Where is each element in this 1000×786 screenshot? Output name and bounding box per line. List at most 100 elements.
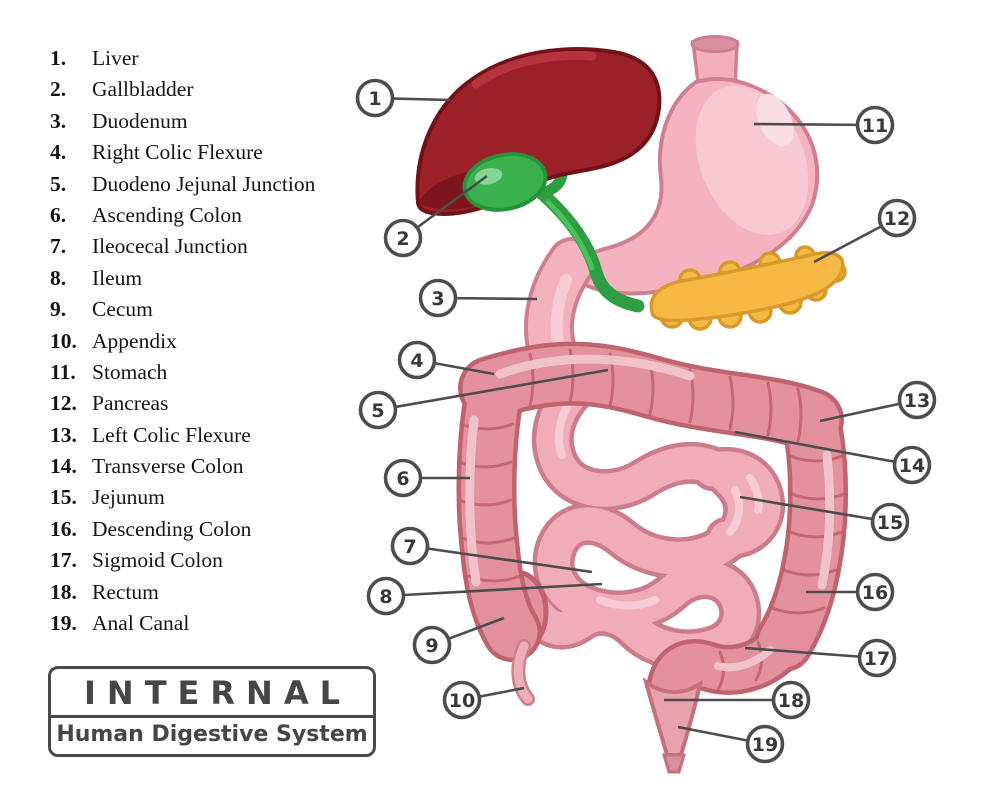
svg-text:18: 18 xyxy=(778,690,804,712)
legend-label: Duodeno Jejunal Junction xyxy=(92,171,316,196)
svg-text:12: 12 xyxy=(884,208,910,230)
callout-13: 13 xyxy=(819,380,937,423)
callout-11: 11 xyxy=(753,105,895,145)
legend-number: 11. xyxy=(50,359,76,384)
legend-label: Duodenum xyxy=(92,108,188,133)
legend-number: 1. xyxy=(50,46,67,70)
legend-label: Jejunum xyxy=(92,485,165,510)
legend-item-17: 17. Sigmoid Colon xyxy=(50,548,380,579)
legend-number: 7. xyxy=(50,234,67,259)
svg-text:3: 3 xyxy=(431,288,444,310)
callout-18: 18 xyxy=(664,680,811,720)
callout-7: 7 xyxy=(390,526,593,574)
large-intestine xyxy=(456,341,848,709)
callout-15: 15 xyxy=(739,495,910,542)
legend-item-6: 6. Ascending Colon xyxy=(50,203,380,234)
svg-text:2: 2 xyxy=(396,228,409,250)
callout-4: 4 xyxy=(397,340,495,380)
legend-label: Anal Canal xyxy=(92,611,190,636)
legend-number: 8. xyxy=(50,265,67,290)
legend-item-18: 18. Rectum xyxy=(50,580,380,611)
legend-number: 17. xyxy=(50,548,77,573)
legend-label: Right Colic Flexure xyxy=(92,140,263,165)
svg-text:9: 9 xyxy=(425,635,438,657)
callout-17: 17 xyxy=(744,638,897,678)
legend-number: 6. xyxy=(50,202,67,227)
legend-label: Liver xyxy=(92,46,139,70)
legend-number: 14. xyxy=(50,454,77,479)
legend-item-10: 10. Appendix xyxy=(50,329,380,360)
pancreas xyxy=(649,245,847,331)
legend-item-14: 14. Transverse Colon xyxy=(50,454,380,485)
legend-item-1: 1. Liver xyxy=(50,46,380,77)
legend-item-4: 4. Right Colic Flexure xyxy=(50,140,380,171)
legend-label: Gallbladder xyxy=(92,77,194,102)
legend-number: 9. xyxy=(50,297,67,322)
title-box: INTERNAL Human Digestive System xyxy=(48,666,376,757)
legend-label: Transverse Colon xyxy=(92,454,244,479)
legend-number: 3. xyxy=(50,108,67,133)
svg-text:6: 6 xyxy=(396,468,409,490)
legend-number: 16. xyxy=(50,516,77,541)
callout-12: 12 xyxy=(813,198,917,264)
callout-1: 1 xyxy=(355,78,451,118)
legend-number: 15. xyxy=(50,485,77,510)
callout-6: 6 xyxy=(383,458,470,498)
callout-16: 16 xyxy=(806,572,895,612)
legend-number: 4. xyxy=(50,140,67,165)
legend-item-19: 19. Anal Canal xyxy=(50,611,380,642)
legend-number: 2. xyxy=(50,77,67,102)
legend-item-3: 3. Duodenum xyxy=(50,109,380,140)
legend-label: Left Colic Flexure xyxy=(92,422,251,447)
svg-text:5: 5 xyxy=(371,400,384,422)
legend-label: Appendix xyxy=(92,328,177,353)
legend-label: Sigmoid Colon xyxy=(92,548,223,573)
rectum xyxy=(642,676,703,774)
legend-label: Ileum xyxy=(92,265,143,290)
svg-text:4: 4 xyxy=(410,350,423,372)
appendix xyxy=(511,639,535,706)
title-line-1: INTERNAL xyxy=(51,669,373,718)
svg-text:8: 8 xyxy=(379,586,392,608)
legend-label: Ascending Colon xyxy=(92,202,242,227)
legend-number: 10. xyxy=(50,328,77,353)
svg-text:7: 7 xyxy=(403,536,416,558)
legend-number: 19. xyxy=(50,611,77,636)
callout-14: 14 xyxy=(734,430,932,485)
legend-item-16: 16. Descending Colon xyxy=(50,517,380,548)
legend-label: Descending Colon xyxy=(92,516,252,541)
legend-number: 12. xyxy=(50,391,77,416)
callout-9: 9 xyxy=(412,616,505,665)
svg-text:10: 10 xyxy=(449,690,475,712)
legend-item-5: 5. Duodeno Jejunal Junction xyxy=(50,172,380,203)
legend-number: 18. xyxy=(50,579,77,604)
callouts: 1 2 3 4 5 6 7 8 9 10 11 12 13 14 15 16 1… xyxy=(355,78,937,764)
callout-10: 10 xyxy=(442,680,525,720)
legend-number: 5. xyxy=(50,171,67,196)
legend-item-7: 7. Ileocecal Junction xyxy=(50,234,380,265)
title-line-2: Human Digestive System xyxy=(56,722,368,747)
legend-label: Cecum xyxy=(92,297,153,322)
svg-text:17: 17 xyxy=(864,648,890,670)
callout-2: 2 xyxy=(383,174,488,258)
legend-label: Stomach xyxy=(92,359,168,384)
legend-item-8: 8. Ileum xyxy=(50,266,380,297)
legend-item-13: 13. Left Colic Flexure xyxy=(50,423,380,454)
callout-8: 8 xyxy=(366,576,603,616)
callout-3: 3 xyxy=(418,278,538,318)
svg-text:11: 11 xyxy=(862,115,888,137)
callout-19: 19 xyxy=(677,724,785,764)
legend: 1. Liver 2. Gallbladder 3. Duodenum 4. Right… xyxy=(50,46,380,642)
stomach xyxy=(565,77,820,296)
legend-item-15: 15. Jejunum xyxy=(50,485,380,516)
svg-text:19: 19 xyxy=(752,734,778,756)
svg-text:1: 1 xyxy=(368,88,381,110)
legend-label: Rectum xyxy=(92,579,159,604)
svg-text:14: 14 xyxy=(899,455,925,477)
legend-label: Pancreas xyxy=(92,391,169,416)
svg-text:16: 16 xyxy=(862,582,888,604)
legend-label: Ileocecal Junction xyxy=(92,234,248,259)
legend-number: 13. xyxy=(50,422,77,447)
svg-text:13: 13 xyxy=(904,390,930,412)
anal-canal xyxy=(661,753,687,774)
